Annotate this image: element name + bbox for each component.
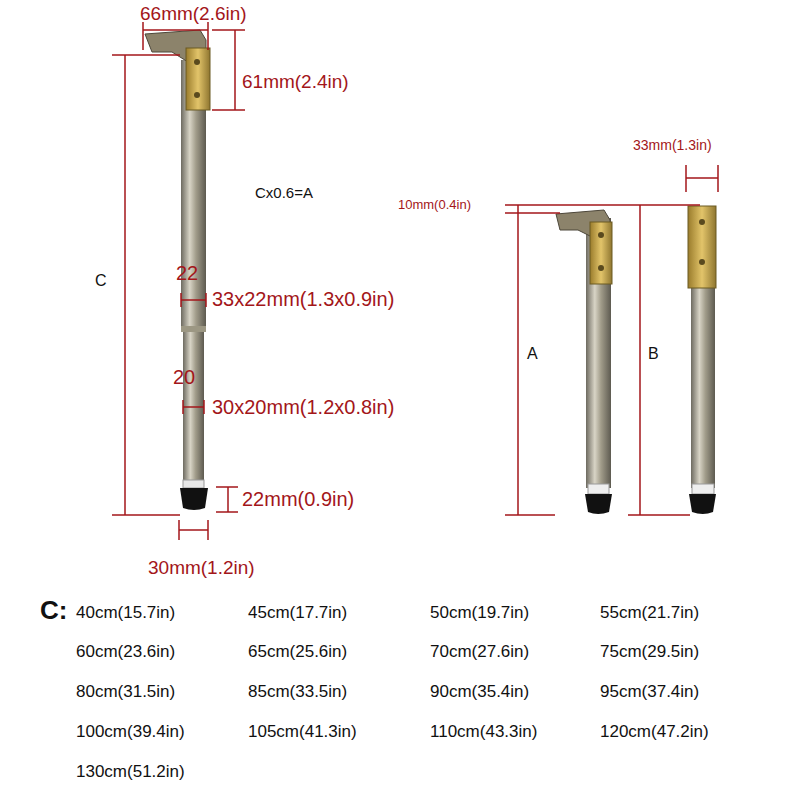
size-option: 105cm(41.3in) (248, 723, 357, 742)
size-option: 110cm(43.3in) (430, 723, 537, 742)
size-option: 55cm(21.7in) (600, 604, 699, 623)
dimension-label: 30x20mm(1.2x0.8in) (212, 396, 394, 418)
size-option: 65cm(25.6in) (248, 643, 347, 662)
dimension-label: 22mm(0.9in) (242, 488, 354, 510)
dimension-lines (112, 22, 718, 540)
size-option: 45cm(17.7in) (248, 604, 347, 623)
dimension-label: 33mm(1.3in) (633, 138, 712, 153)
dimension-label: 20 (173, 366, 195, 388)
dimension-label: B (648, 345, 659, 363)
size-option: 40cm(15.7in) (76, 604, 175, 623)
size-option: 80cm(31.5in) (76, 683, 175, 702)
folding-leg-long (145, 30, 210, 510)
size-option: 90cm(35.4in) (430, 683, 529, 702)
size-option: 70cm(27.6in) (430, 643, 529, 662)
dimension-label: 22 (176, 262, 198, 284)
size-option: 120cm(47.2in) (600, 723, 709, 742)
size-option: 95cm(37.4in) (600, 683, 699, 702)
size-option: 50cm(19.7in) (430, 604, 529, 623)
dimension-label: 10mm(0.4in) (398, 198, 471, 212)
dimension-label: 61mm(2.4in) (242, 72, 349, 93)
size-option: 130cm(51.2in) (76, 763, 185, 782)
size-option: C: (40, 596, 67, 625)
dimension-label: C (95, 272, 107, 290)
size-option: 75cm(29.5in) (600, 643, 699, 662)
size-option: 85cm(33.5in) (248, 683, 347, 702)
size-option: 60cm(23.6in) (76, 643, 175, 662)
dimension-label: A (527, 345, 538, 363)
size-option: 100cm(39.4in) (76, 723, 185, 742)
dimension-label: 30mm(1.2in) (148, 558, 255, 579)
dimension-label: 66mm(2.6in) (140, 4, 247, 25)
dimension-label: Cx0.6=A (255, 185, 313, 202)
dimension-label: 33x22mm(1.3x0.9in) (212, 288, 394, 310)
folding-leg-b (688, 206, 716, 514)
folding-leg-a (556, 210, 612, 514)
